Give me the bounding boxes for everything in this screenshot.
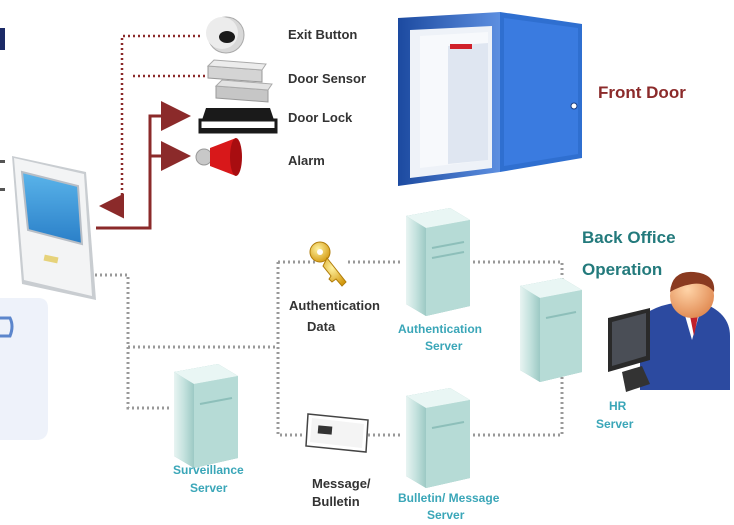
surveillance-server-label-line1: Surveillance	[173, 463, 244, 477]
key-icon	[309, 241, 347, 287]
exit-button-icon	[206, 16, 245, 54]
door-lock-label: Door Lock	[288, 110, 353, 125]
door-lock-icon	[198, 108, 278, 134]
hr-server-icon	[520, 278, 582, 382]
authentication-server-icon	[406, 208, 470, 316]
surveillance-server-icon	[174, 364, 238, 468]
network-connections	[95, 260, 564, 437]
alarm-icon	[195, 138, 242, 176]
message-label-line2: Bulletin	[312, 494, 360, 509]
message-board-icon	[305, 413, 369, 453]
surveillance-server-label-line2: Server	[190, 481, 228, 495]
auth-server-label-line2: Server	[425, 339, 463, 353]
operator-icon	[608, 271, 730, 392]
auth-data-label-line2: Data	[307, 319, 336, 334]
back-office-label-line2: Operation	[582, 260, 662, 279]
access-terminal-icon	[12, 156, 96, 300]
auth-server-label-line1: Authentication	[398, 322, 482, 336]
exit-button-label: Exit Button	[288, 27, 357, 42]
message-label-line1: Message/	[312, 476, 371, 491]
front-door-label: Front Door	[598, 83, 686, 102]
device-connections	[96, 34, 205, 230]
door-sensor-label: Door Sensor	[288, 71, 366, 86]
left-edge-fragments	[0, 28, 48, 440]
back-office-label-line1: Back Office	[582, 228, 676, 247]
door-sensor-icon	[206, 59, 273, 103]
bulletin-server-label-line2: Server	[427, 508, 465, 522]
bulletin-server-label-line1: Bulletin/ Message	[398, 491, 500, 505]
alarm-label: Alarm	[288, 153, 325, 168]
bulletin-server-icon	[406, 388, 470, 488]
hr-server-label-line2: Server	[596, 417, 634, 431]
auth-data-label-line1: Authentication	[289, 298, 380, 313]
hr-server-label-line1: HR	[609, 399, 627, 413]
front-door-icon	[398, 12, 582, 186]
